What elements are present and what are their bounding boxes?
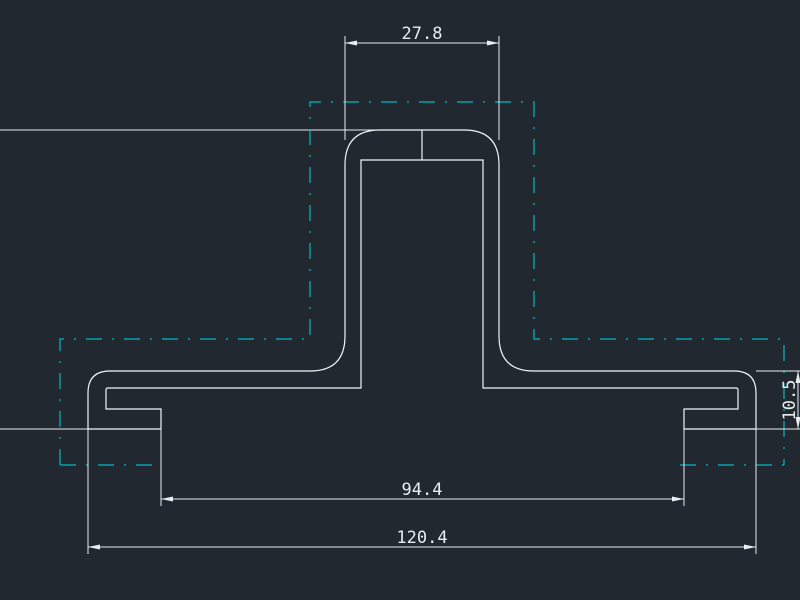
dim-top-arrow-right	[487, 40, 499, 46]
dim-inner-arrow-left	[161, 496, 173, 502]
dim-top-arrow-left	[345, 40, 357, 46]
dim-inner-arrow-right	[672, 496, 684, 502]
dim-side-label[interactable]: 10.5	[780, 380, 800, 421]
dim-overall-arrow-right	[744, 544, 756, 550]
dim-overall-label[interactable]: 120.4	[396, 528, 447, 548]
offset-centerline	[59, 101, 785, 465]
dim-overall-arrow-left	[88, 544, 100, 550]
dim-side-arrow-bottom	[795, 417, 800, 429]
profile-outer-contour	[87, 129, 757, 430]
dim-side-arrow-top	[795, 371, 800, 383]
dim-inner-label[interactable]: 94.4	[402, 480, 443, 500]
dim-top-label[interactable]: 27.8	[402, 24, 443, 44]
